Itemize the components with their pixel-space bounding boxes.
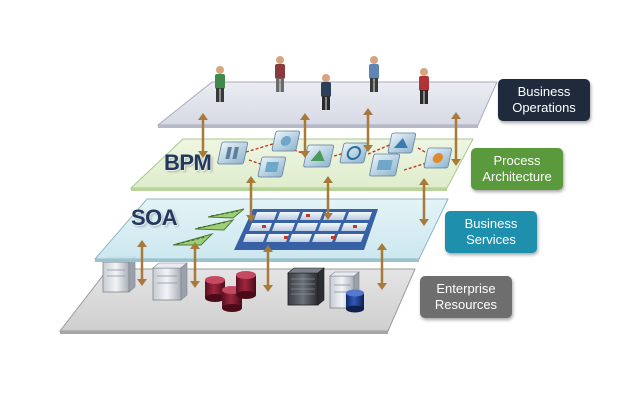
- enterprise-resources-label-line1: Enterprise: [436, 281, 496, 296]
- process-architecture-label-line2: Architecture: [482, 169, 552, 184]
- process-task-icon: [369, 153, 401, 177]
- service-tile-icon: [312, 234, 335, 242]
- server-icon: [287, 267, 325, 306]
- double-arrow: [190, 242, 200, 288]
- person-icon: [419, 68, 429, 104]
- process-task-icon: [339, 142, 369, 164]
- enterprise-resources-label: Enterprise Resources: [420, 276, 512, 318]
- service-tile-icon: [249, 223, 272, 231]
- service-tile-icon: [272, 223, 295, 231]
- soa-tag: SOA: [131, 205, 178, 230]
- layer-connector-arrows: [137, 108, 461, 292]
- person-icon: [215, 66, 225, 102]
- service-tile-icon: [254, 212, 277, 220]
- business-services-label-line1: Business: [464, 216, 518, 231]
- double-arrow: [263, 245, 273, 292]
- server-icon: [152, 262, 188, 301]
- business-services-label: Business Services: [445, 211, 537, 253]
- service-tile-grid: [234, 209, 378, 250]
- enterprise-resources-label-line2: Resources: [434, 297, 498, 312]
- process-task-icon: [257, 156, 287, 178]
- business-operations-label-line2: Operations: [512, 100, 576, 115]
- business-operations-label-line1: Business: [517, 84, 571, 99]
- double-arrow: [419, 178, 429, 226]
- service-tile-icon: [266, 234, 289, 242]
- business-operations-label: Business Operations: [498, 79, 590, 121]
- person-icon: [321, 74, 331, 110]
- process-task-icon: [423, 147, 453, 169]
- service-tile-icon: [300, 212, 323, 220]
- database-icon: [205, 276, 225, 302]
- bpm-tag: BPM: [164, 150, 212, 175]
- double-arrow: [300, 113, 310, 158]
- service-tile-icon: [243, 234, 266, 242]
- process-architecture-label-line1: Process: [493, 153, 541, 168]
- process-task-icon: [217, 141, 249, 165]
- service-tile-icon: [289, 234, 312, 242]
- server-icon: [102, 256, 136, 293]
- service-tile-icon: [335, 234, 364, 242]
- process-task-icon: [387, 132, 417, 154]
- double-arrow: [323, 176, 333, 220]
- database-icon: [346, 289, 364, 313]
- process-architecture-label: Process Architecture: [471, 148, 563, 190]
- double-arrow: [246, 176, 256, 222]
- person-icon: [369, 56, 379, 92]
- database-icon: [236, 271, 256, 299]
- process-task-icon: [303, 144, 335, 168]
- double-arrow: [363, 108, 373, 152]
- person-icon: [275, 56, 285, 92]
- double-arrow: [137, 240, 147, 286]
- process-task-icon: [271, 130, 301, 152]
- service-connector-icon: [172, 208, 245, 246]
- service-tile-icon: [318, 223, 341, 231]
- service-tile-icon: [277, 212, 300, 220]
- double-arrow: [451, 112, 461, 166]
- service-tile-icon: [346, 212, 372, 220]
- service-tile-icon: [295, 223, 318, 231]
- business-services-label-line2: Services: [466, 232, 516, 247]
- double-arrow: [377, 243, 387, 290]
- double-arrow: [198, 113, 208, 158]
